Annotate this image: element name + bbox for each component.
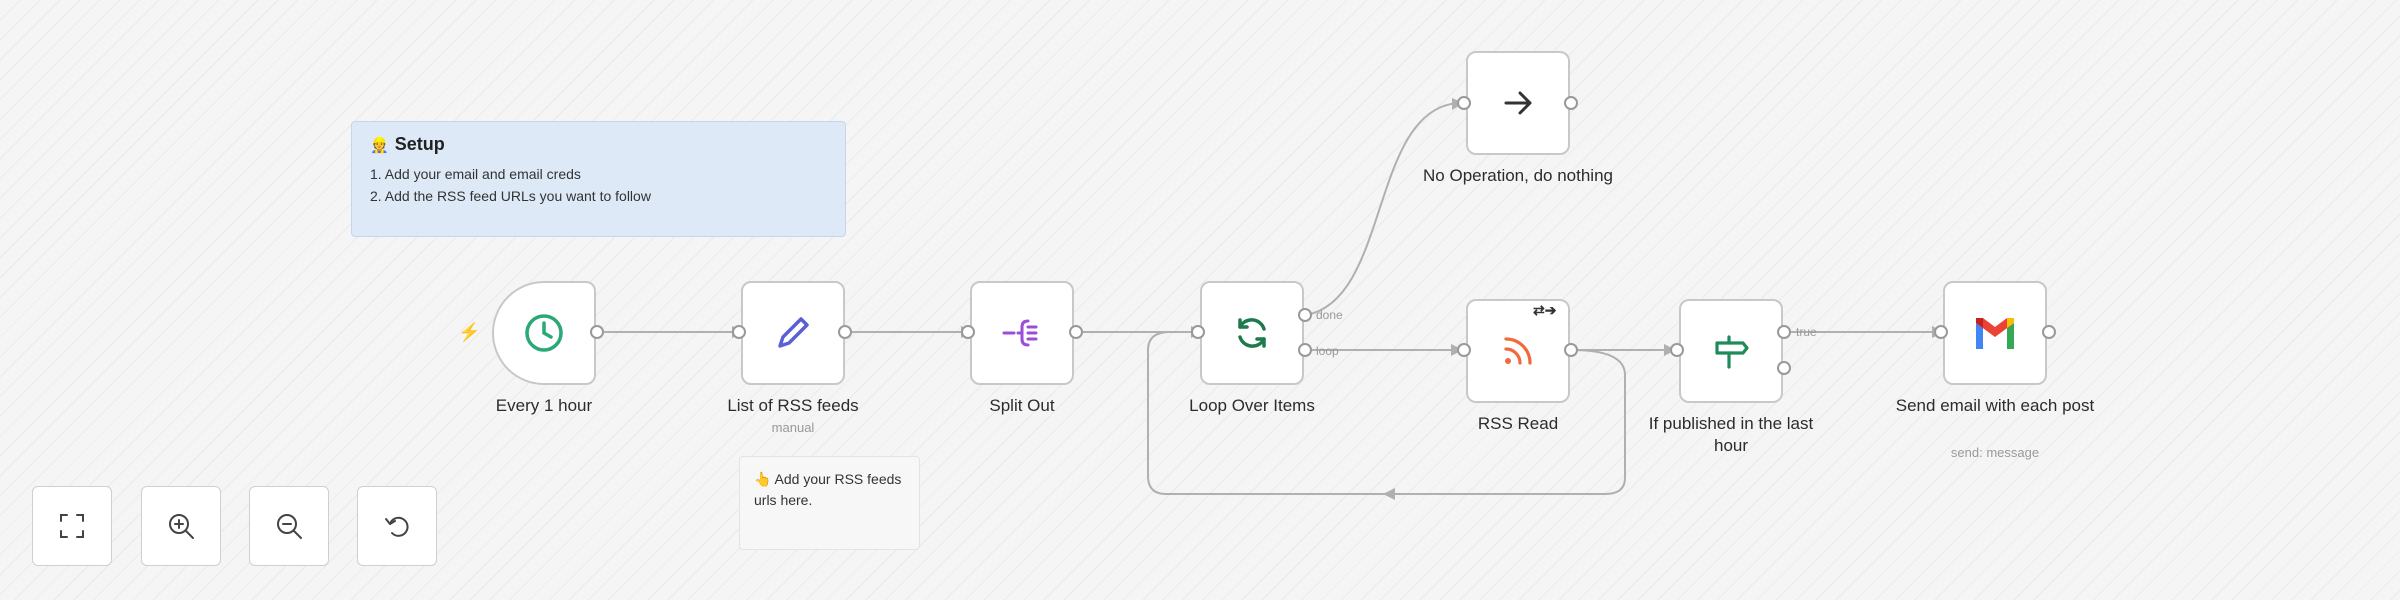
rss-urls-sticky-note[interactable]: 👆 Add your RSS feeds urls here. — [739, 456, 920, 550]
rss-output-port[interactable] — [1564, 343, 1578, 357]
label-list-of-rss-feeds: List of RSS feeds — [727, 396, 859, 415]
edge-label-done: done — [1316, 308, 1343, 322]
node-split-out[interactable] — [970, 281, 1074, 385]
edge-label-loop: loop — [1316, 344, 1339, 358]
reset-icon — [385, 516, 409, 537]
fit-view-button[interactable] — [32, 486, 112, 566]
arrow-right-icon — [1504, 91, 1532, 115]
loop-done-port[interactable] — [1298, 308, 1312, 322]
split-input-port[interactable] — [961, 325, 975, 339]
noop-output-port[interactable] — [1564, 96, 1578, 110]
fit-view-icon — [60, 514, 84, 538]
node-if-published[interactable] — [1679, 299, 1783, 403]
split-output-port[interactable] — [1069, 325, 1083, 339]
label-every-1-hour: Every 1 hour — [495, 396, 593, 415]
loop-input-port[interactable] — [1191, 325, 1205, 339]
node-send-email[interactable] — [1943, 281, 2047, 385]
if-true-port[interactable] — [1777, 325, 1791, 339]
node-every-1-hour[interactable] — [492, 281, 596, 385]
pencil-icon — [778, 317, 809, 348]
split-icon — [1002, 319, 1038, 347]
node-loop-over-items[interactable] — [1200, 281, 1304, 385]
label-no-operation: No Operation, do nothing — [1423, 166, 1613, 185]
label-split-out: Split Out — [989, 396, 1055, 415]
subtitle-list-of-rss-feeds: manual — [771, 420, 815, 435]
node-no-operation[interactable] — [1466, 51, 1570, 155]
if-false-port[interactable] — [1777, 361, 1791, 375]
setup-step-2: 2. Add the RSS feed URLs you want to fol… — [370, 188, 651, 204]
label-loop-over-items: Loop Over Items — [1189, 396, 1315, 415]
reset-zoom-button[interactable] — [357, 486, 437, 566]
zoom-out-icon — [277, 514, 302, 539]
if-input-port[interactable] — [1670, 343, 1684, 357]
wire-loop-done-to-noop — [1305, 102, 1459, 316]
zoom-in-button[interactable] — [141, 486, 221, 566]
trigger-bolt-icon: ⚡ — [458, 322, 481, 342]
retry-badge-icon: ⇄➔ — [1533, 302, 1557, 318]
arrow-loopback — [1383, 488, 1395, 500]
worker-emoji: 👷 — [370, 137, 389, 154]
setup-title: 👷Setup — [370, 134, 445, 154]
loop-icon — [1238, 318, 1266, 348]
rss-urls-note-text: 👆 Add your RSS feeds urls here. — [754, 471, 902, 508]
loop-loop-port[interactable] — [1298, 343, 1312, 357]
edge-label-true: true — [1796, 325, 1817, 339]
list-output-port[interactable] — [838, 325, 852, 339]
zoom-in-icon — [169, 514, 194, 539]
email-input-port[interactable] — [1934, 325, 1948, 339]
rss-input-port[interactable] — [1457, 343, 1471, 357]
trigger-output-port[interactable] — [590, 325, 604, 339]
zoom-out-button[interactable] — [249, 486, 329, 566]
node-list-of-rss-feeds[interactable] — [741, 281, 845, 385]
signpost-icon — [1715, 335, 1749, 369]
label-send-email: Send email with each post — [1895, 396, 2095, 415]
rss-icon — [1504, 337, 1532, 365]
setup-sticky-note[interactable]: 👷Setup 1. Add your email and email creds… — [351, 121, 846, 237]
list-input-port[interactable] — [732, 325, 746, 339]
gmail-icon — [1976, 318, 2014, 349]
label-rss-read: RSS Read — [1477, 414, 1559, 433]
subtitle-send-email: send: message — [1950, 445, 2040, 460]
setup-step-1: 1. Add your email and email creds — [370, 166, 581, 182]
email-output-port[interactable] — [2042, 325, 2056, 339]
clock-icon — [525, 314, 563, 352]
label-if-published: If published in the last hour — [1648, 414, 1814, 455]
noop-input-port[interactable] — [1457, 96, 1471, 110]
